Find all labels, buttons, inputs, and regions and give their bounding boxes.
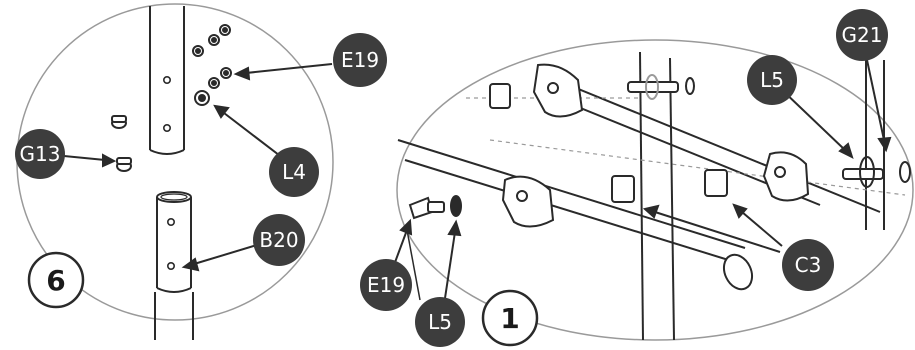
- label-L5-top-text: L5: [760, 68, 784, 92]
- label-L5-top: L5: [747, 55, 797, 105]
- cap-nut-icons: [489, 83, 728, 203]
- front-tube: [397, 139, 906, 301]
- label-G21-text: G21: [842, 23, 883, 47]
- bolt-washer-icons: [408, 74, 911, 220]
- label-G21: G21: [836, 9, 888, 61]
- label-B20-text: B20: [259, 228, 298, 252]
- label-L5-bottom: L5: [415, 297, 465, 347]
- bolt-icons-panel-6: [111, 24, 232, 172]
- upper-tube: [149, 6, 185, 155]
- step-badge-6: 6: [27, 251, 85, 309]
- label-B20: B20: [253, 214, 305, 266]
- leaders-panel-6: [63, 63, 333, 272]
- label-E19-left: E19: [360, 259, 412, 311]
- vertical-posts: [639, 51, 885, 341]
- step-6-number: 6: [46, 264, 65, 297]
- step-1-number: 1: [500, 302, 519, 335]
- leaders-panel-1: [393, 59, 892, 319]
- label-G13: G13: [15, 129, 65, 179]
- panel-step-1: G21 L5 C3 E19 L5 1: [360, 9, 914, 347]
- label-C3: C3: [782, 239, 834, 291]
- lower-tube: [154, 191, 194, 340]
- label-E19-text: E19: [341, 48, 379, 72]
- label-E19-left-text: E19: [367, 273, 405, 297]
- label-C3-text: C3: [795, 253, 822, 277]
- label-G13-text: G13: [20, 142, 61, 166]
- clamp-bracket-icons: [501, 63, 810, 228]
- label-L5-bottom-text: L5: [428, 310, 452, 334]
- label-L4-text: L4: [282, 160, 306, 184]
- label-L4: L4: [269, 147, 319, 197]
- step-badge-1: 1: [481, 289, 539, 347]
- panel-step-6: E19 L4 G13 B20 6: [15, 3, 387, 340]
- label-E19: E19: [333, 33, 387, 87]
